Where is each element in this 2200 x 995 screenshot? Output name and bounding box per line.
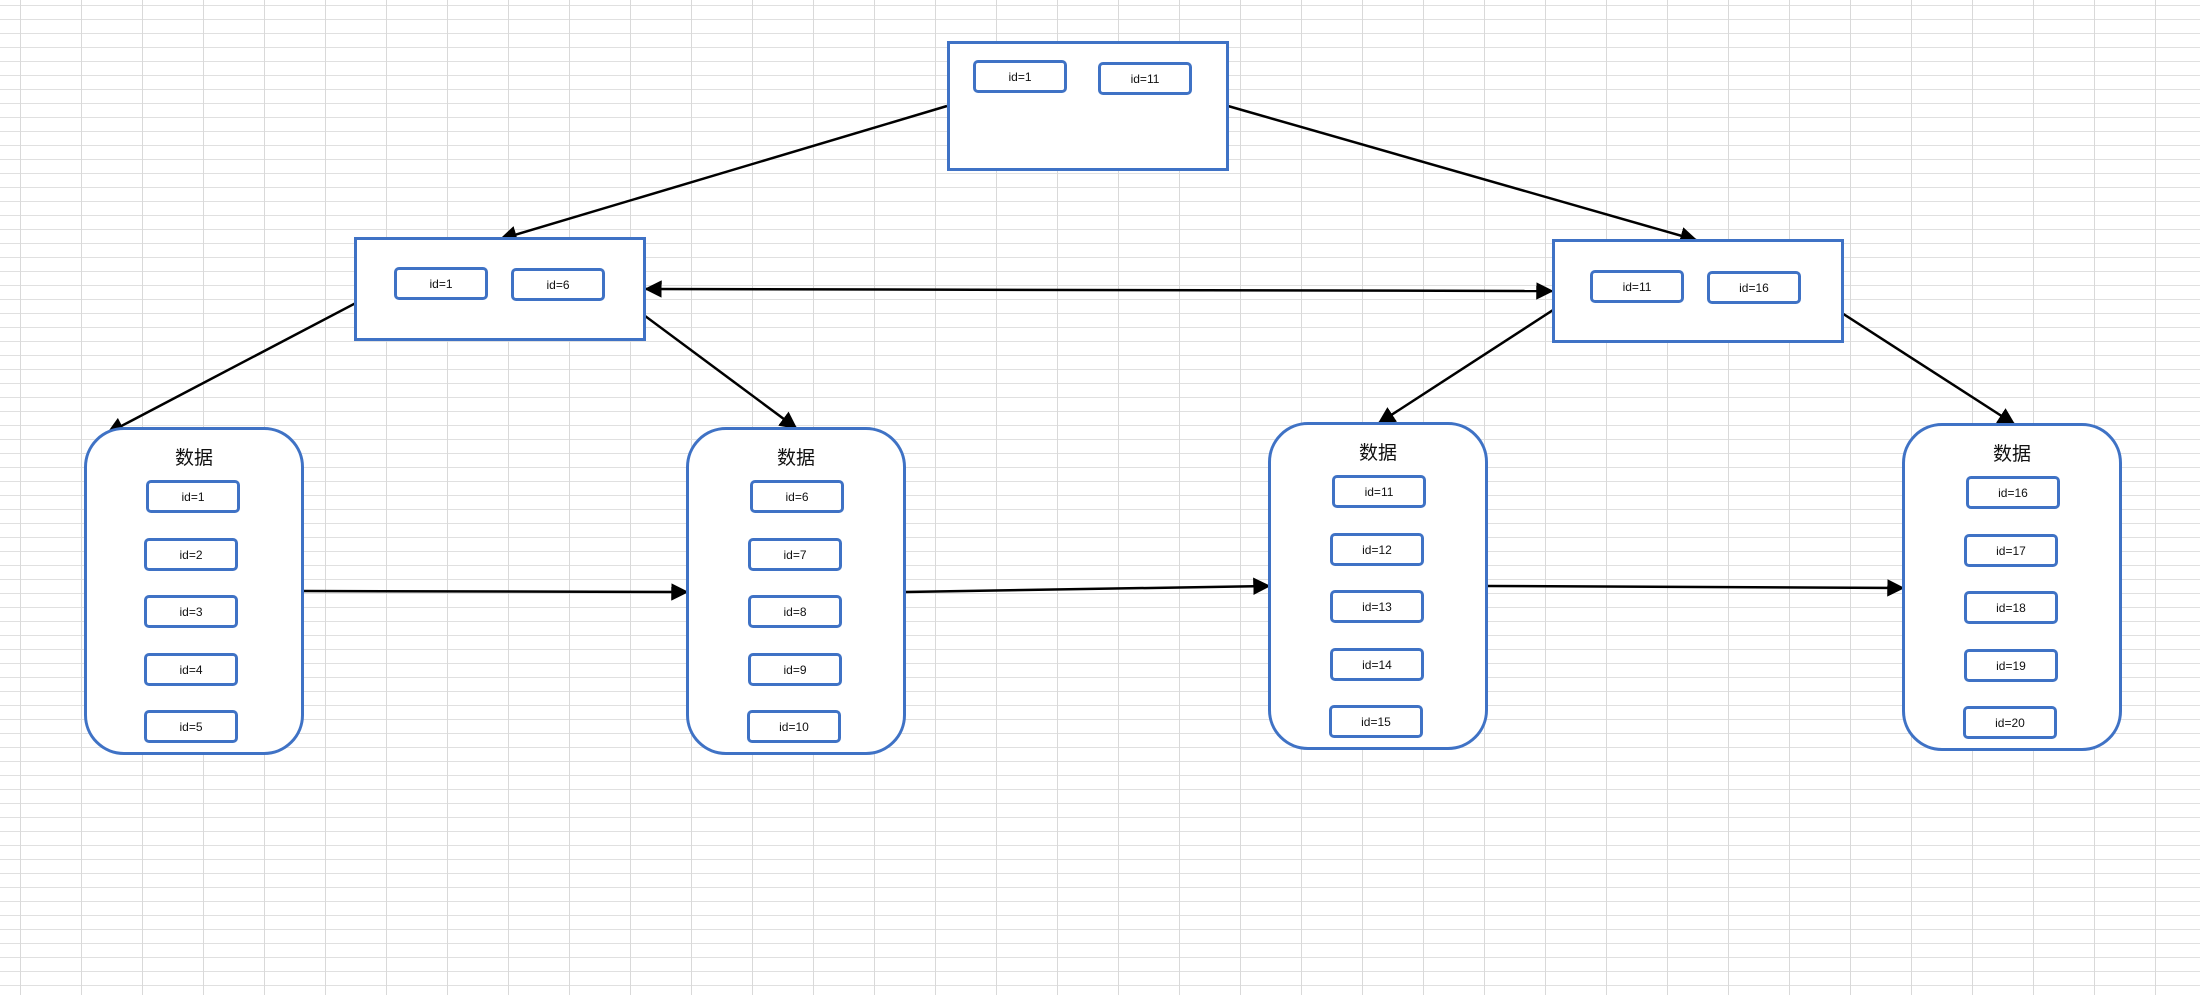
record-item: id=9 <box>748 653 842 686</box>
record-item: id=17 <box>1964 534 2058 567</box>
internal-key: id=11 <box>1590 270 1684 303</box>
leaf-node: 数据 id=11 id=12 id=13 id=14 id=15 <box>1268 422 1488 750</box>
record-item: id=15 <box>1329 705 1423 738</box>
internal-node-left: id=1 id=6 <box>354 237 646 341</box>
record-item: id=13 <box>1330 590 1424 623</box>
root-to-left-arrow <box>499 104 948 243</box>
record-item: id=20 <box>1963 706 2057 739</box>
root-node: id=1 id=11 <box>947 41 1229 171</box>
leaf2-to-leaf3-arrow <box>904 577 1271 596</box>
leaf-title: 数据 <box>1358 443 1397 464</box>
record-item: id=14 <box>1330 648 1424 681</box>
record-item: id=10 <box>747 710 841 743</box>
record-item: id=16 <box>1966 476 2060 509</box>
leaf-title: 数据 <box>776 448 815 469</box>
internal-left-to-leaf1-arrow <box>106 282 393 435</box>
root-key: id=11 <box>1098 62 1192 95</box>
record-item: id=3 <box>144 595 238 628</box>
record-item: id=7 <box>748 538 842 571</box>
leaf1-to-leaf2-arrow <box>302 583 689 601</box>
leaf3-to-leaf4-arrow <box>1486 579 1905 597</box>
record-item: id=18 <box>1964 591 2058 624</box>
internal-node-right: id=11 id=16 <box>1552 239 1844 343</box>
record-item: id=11 <box>1332 475 1426 508</box>
leaf-title: 数据 <box>174 448 213 469</box>
internal-key: id=1 <box>394 267 488 300</box>
internal-key: id=16 <box>1707 271 1801 304</box>
leaf-node: 数据 id=16 id=17 id=18 id=19 id=20 <box>1902 423 2122 751</box>
record-item: id=5 <box>144 710 238 743</box>
leaf-node: 数据 id=6 id=7 id=8 id=9 id=10 <box>686 427 906 755</box>
record-item: id=6 <box>750 480 844 513</box>
record-item: id=2 <box>144 538 238 571</box>
root-to-right-arrow <box>1227 104 1698 245</box>
leaf-node: 数据 id=1 id=2 id=3 id=4 id=5 <box>84 427 304 755</box>
internal-key: id=6 <box>511 268 605 301</box>
record-item: id=4 <box>144 653 238 686</box>
record-item: id=1 <box>146 480 240 513</box>
record-item: id=8 <box>748 595 842 628</box>
record-item: id=12 <box>1330 533 1424 566</box>
leaf-title: 数据 <box>1992 444 2031 465</box>
record-item: id=19 <box>1964 649 2058 682</box>
root-key: id=1 <box>973 60 1067 93</box>
internal-sibling-arrow <box>644 280 1554 300</box>
